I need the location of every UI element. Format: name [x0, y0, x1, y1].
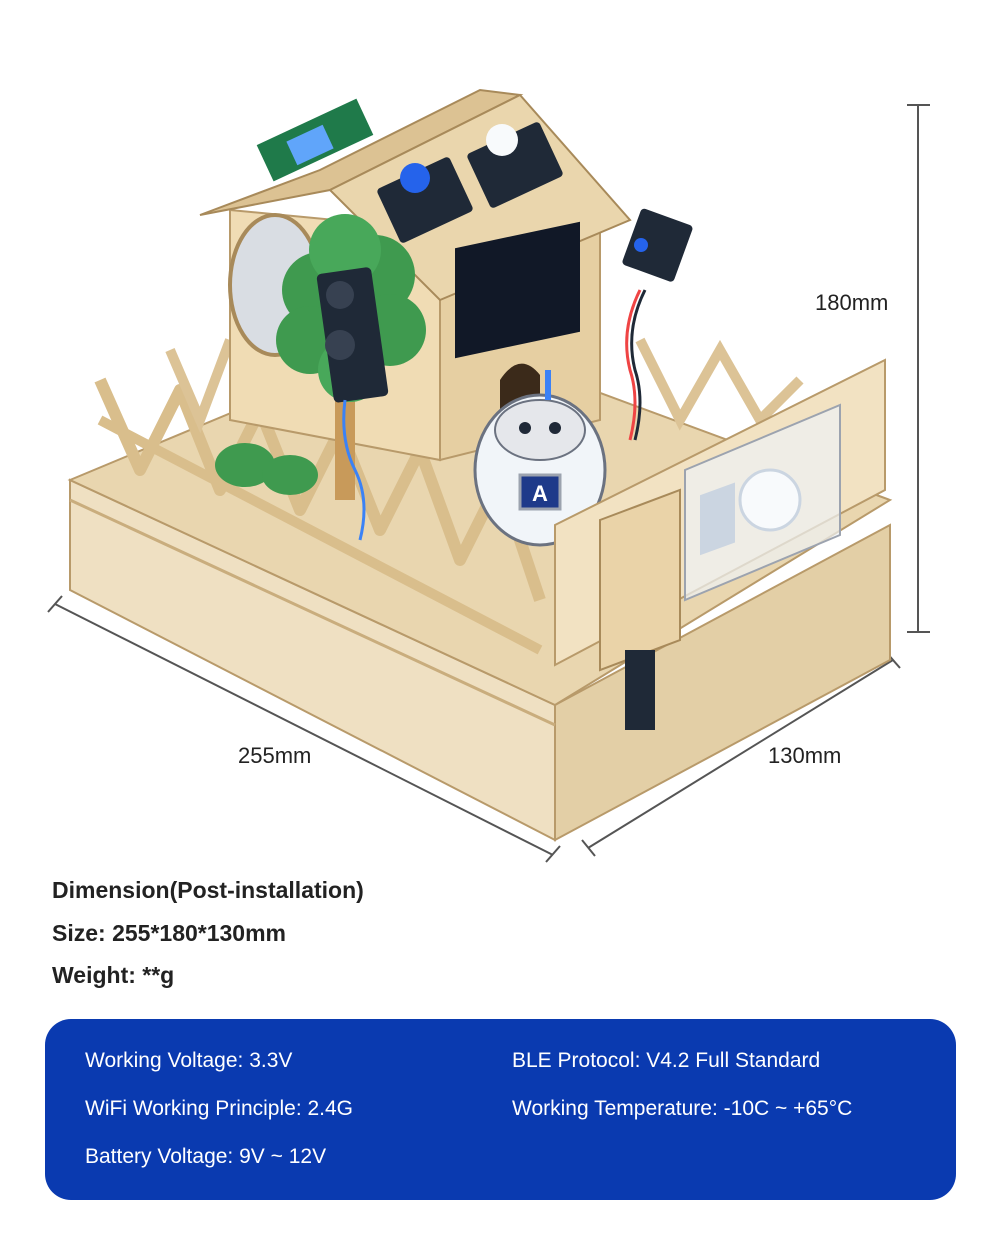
ble-protocol-spec: BLE Protocol: V4.2 Full Standard [512, 1049, 821, 1072]
length-dimension-label: 255mm [238, 743, 312, 768]
bush [215, 443, 318, 495]
battery-voltage-spec: Battery Voltage: 9V ~ 12V [85, 1145, 327, 1168]
width-dimension-label: 130mm [768, 743, 842, 768]
dimension-lines [47, 104, 930, 863]
size-spec: Size: 255*180*130mm [52, 920, 286, 946]
dimension-title: Dimension(Post-installation) [52, 877, 364, 903]
robot-figure: A [473, 370, 607, 547]
fence-front [94, 377, 546, 655]
sensor-modules [256, 98, 693, 282]
right-panel [554, 358, 886, 730]
working-temperature-spec: Working Temperature: -10C ~ +65°C [512, 1097, 853, 1120]
tree [276, 214, 426, 500]
fence-back [165, 337, 804, 434]
wifi-principle-spec: WiFi Working Principle: 2.4G [85, 1097, 354, 1120]
parameters-panel: Working Voltage: 3.3V BLE Protocol: V4.2… [45, 1019, 956, 1200]
weight-spec: Weight: **g [52, 962, 175, 988]
working-voltage-spec: Working Voltage: 3.3V [85, 1049, 293, 1072]
robot-badge-letter: A [532, 481, 548, 506]
height-dimension-label: 180mm [815, 290, 889, 315]
product-photo: A [47, 88, 930, 863]
wires [342, 289, 647, 541]
